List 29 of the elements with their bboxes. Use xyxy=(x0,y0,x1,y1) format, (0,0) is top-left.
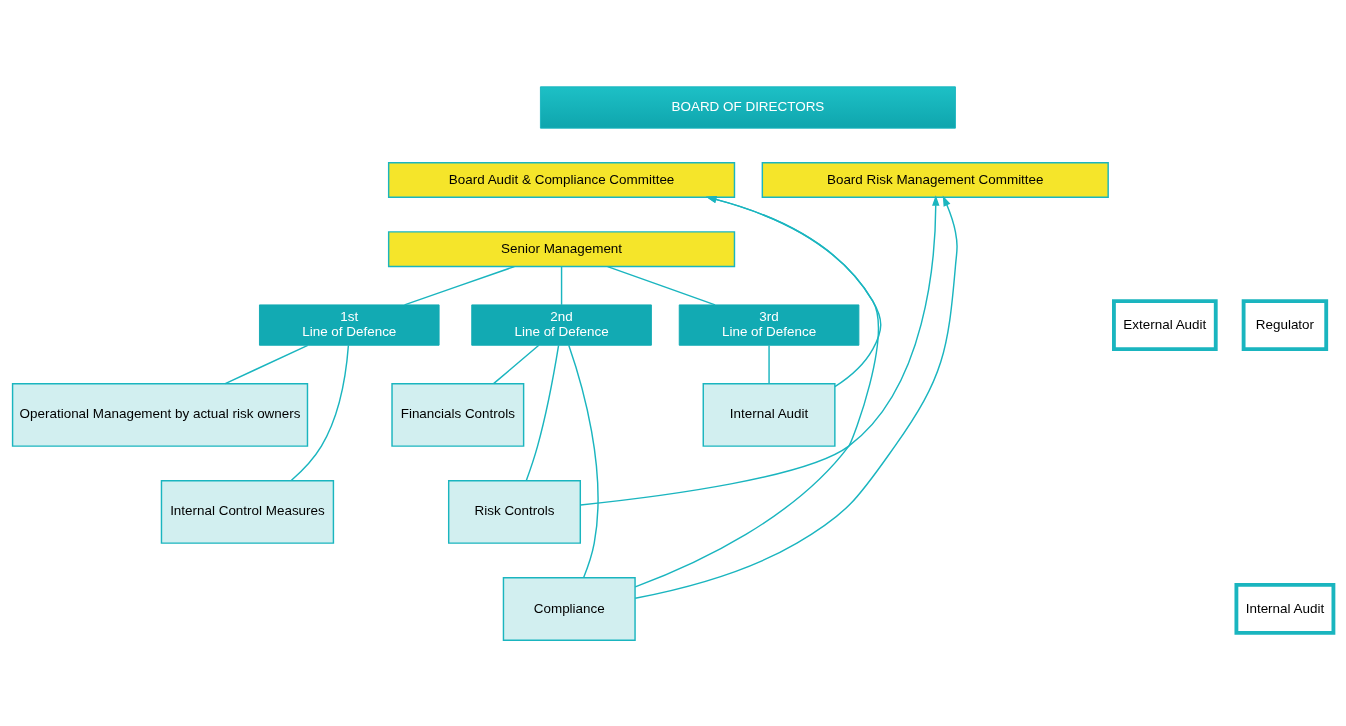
node-box: Senior Management xyxy=(387,230,736,267)
connector xyxy=(606,265,716,306)
node-box: Risk Controls xyxy=(447,479,581,544)
node-box: External Audit xyxy=(1112,298,1218,351)
connector xyxy=(768,344,770,384)
node-box: BOARD OF DIRECTORS xyxy=(539,85,956,129)
node-box: Internal Audit xyxy=(702,382,836,447)
connector xyxy=(525,344,560,481)
node-box: Internal Control Measures xyxy=(160,479,335,544)
connector xyxy=(290,344,350,481)
node-box: Regulator xyxy=(1241,298,1329,351)
arrow xyxy=(705,195,882,387)
connector xyxy=(568,344,599,578)
node-box: Board Risk Management Committee xyxy=(761,161,1109,198)
arrow xyxy=(634,195,958,599)
node-box: 2nd Line of Defence xyxy=(471,303,652,346)
node-box: Internal Audit xyxy=(1234,582,1336,635)
node-box: Financials Controls xyxy=(391,382,525,447)
node-box: 3rd Line of Defence xyxy=(678,303,860,346)
node-box: Operational Management by actual risk owners xyxy=(11,382,309,447)
node-box: Compliance xyxy=(502,576,636,641)
node-box: 1st Line of Defence xyxy=(258,303,440,346)
arrow xyxy=(579,194,940,506)
connector xyxy=(560,265,563,306)
connector xyxy=(224,344,309,384)
connector xyxy=(492,344,540,384)
connector xyxy=(403,265,516,306)
node-box: Board Audit & Compliance Committee xyxy=(387,161,736,198)
arrow xyxy=(634,195,879,588)
